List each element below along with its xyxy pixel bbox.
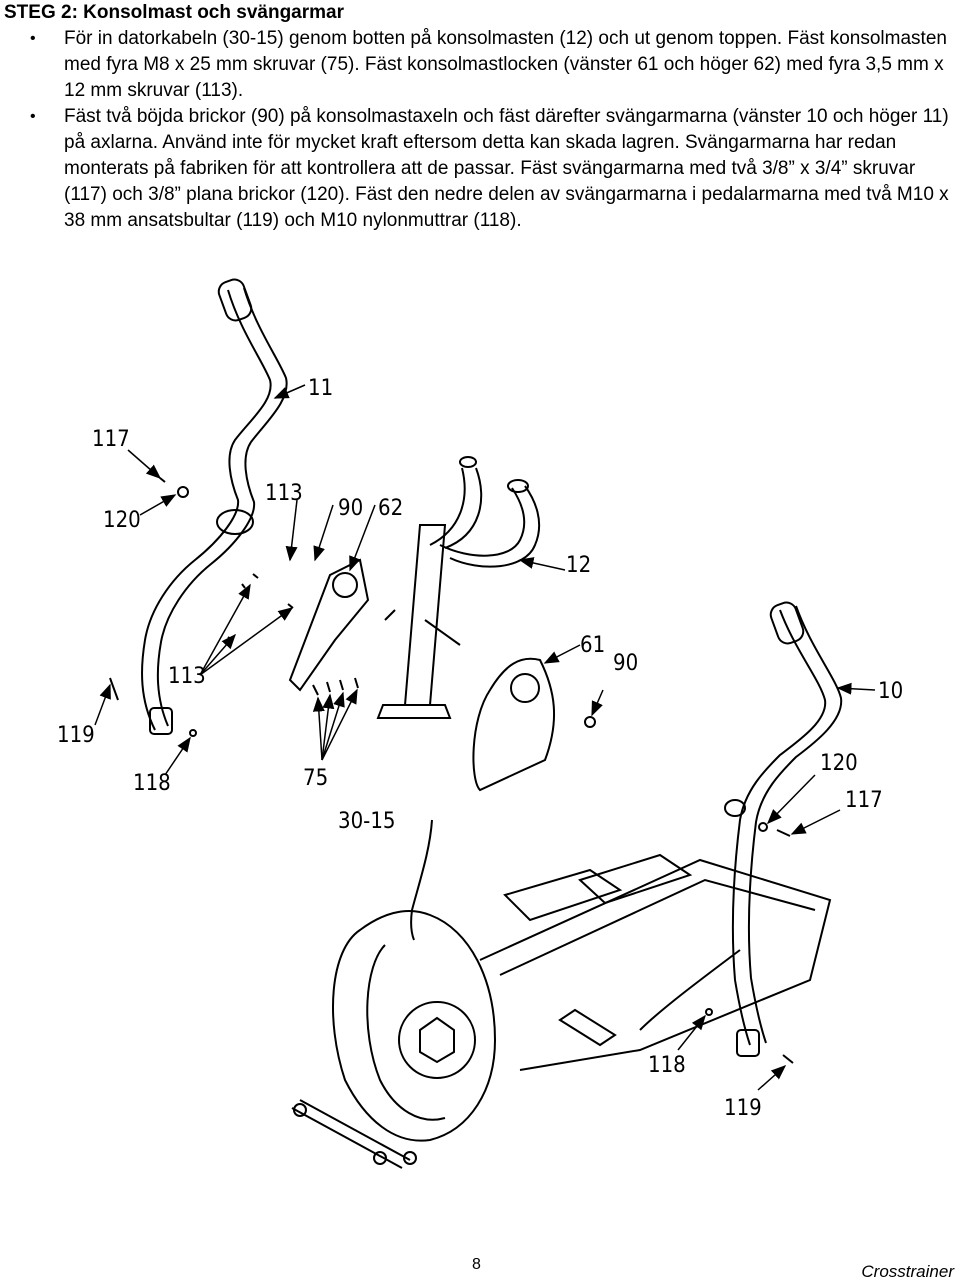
step-heading: STEG 2: Konsolmast och svängarmar (4, 2, 344, 23)
console-mast (376, 456, 541, 719)
label-117: 117 (845, 788, 883, 813)
leader-lines (94, 384, 876, 1091)
computer-cable (410, 819, 433, 941)
label-12: 12 (566, 553, 591, 578)
label-113: 113 (168, 664, 206, 689)
label-118: 118 (133, 771, 171, 796)
label-10: 10 (878, 679, 903, 704)
hardware-parts (109, 477, 794, 1064)
instruction-text: Fäst två böjda brickor (90) på konsolmas… (64, 106, 949, 231)
bullet-icon: • (30, 108, 36, 125)
part-labels: 11 117 120 113 90 62 12 113 119 118 75 3… (57, 376, 903, 1121)
mast-cover-left (472, 657, 555, 792)
instruction-text: För in datorkabeln (30-15) genom botten … (64, 28, 947, 101)
label-30-15: 30-15 (338, 809, 396, 834)
bullet-icon: • (30, 30, 36, 47)
label-90: 90 (613, 651, 638, 676)
label-113: 113 (265, 481, 303, 506)
label-119: 119 (57, 723, 95, 748)
label-90: 90 (338, 496, 363, 521)
swing-arm-right (141, 278, 288, 735)
instruction-item: • Fäst två böjda brickor (90) på konsolm… (0, 104, 952, 234)
label-119: 119 (724, 1096, 762, 1121)
label-61: 61 (580, 633, 605, 658)
label-117: 117 (92, 427, 130, 452)
label-11: 11 (308, 376, 333, 401)
brand-label: Crosstrainer (861, 1262, 954, 1281)
instruction-list: • För in datorkabeln (30-15) genom botte… (0, 26, 952, 234)
assembly-diagram: 11 117 120 113 90 62 12 113 119 118 75 3… (57, 278, 903, 1169)
trainer-frame (291, 853, 832, 1169)
label-120: 120 (820, 751, 858, 776)
mast-cover-right (288, 558, 370, 692)
label-75: 75 (303, 766, 328, 791)
label-118: 118 (648, 1053, 686, 1078)
page-number: 8 (472, 1256, 481, 1273)
instruction-item: • För in datorkabeln (30-15) genom botte… (0, 26, 952, 104)
label-120: 120 (103, 508, 141, 533)
swing-arm-left (724, 601, 843, 1057)
label-62: 62 (378, 496, 403, 521)
